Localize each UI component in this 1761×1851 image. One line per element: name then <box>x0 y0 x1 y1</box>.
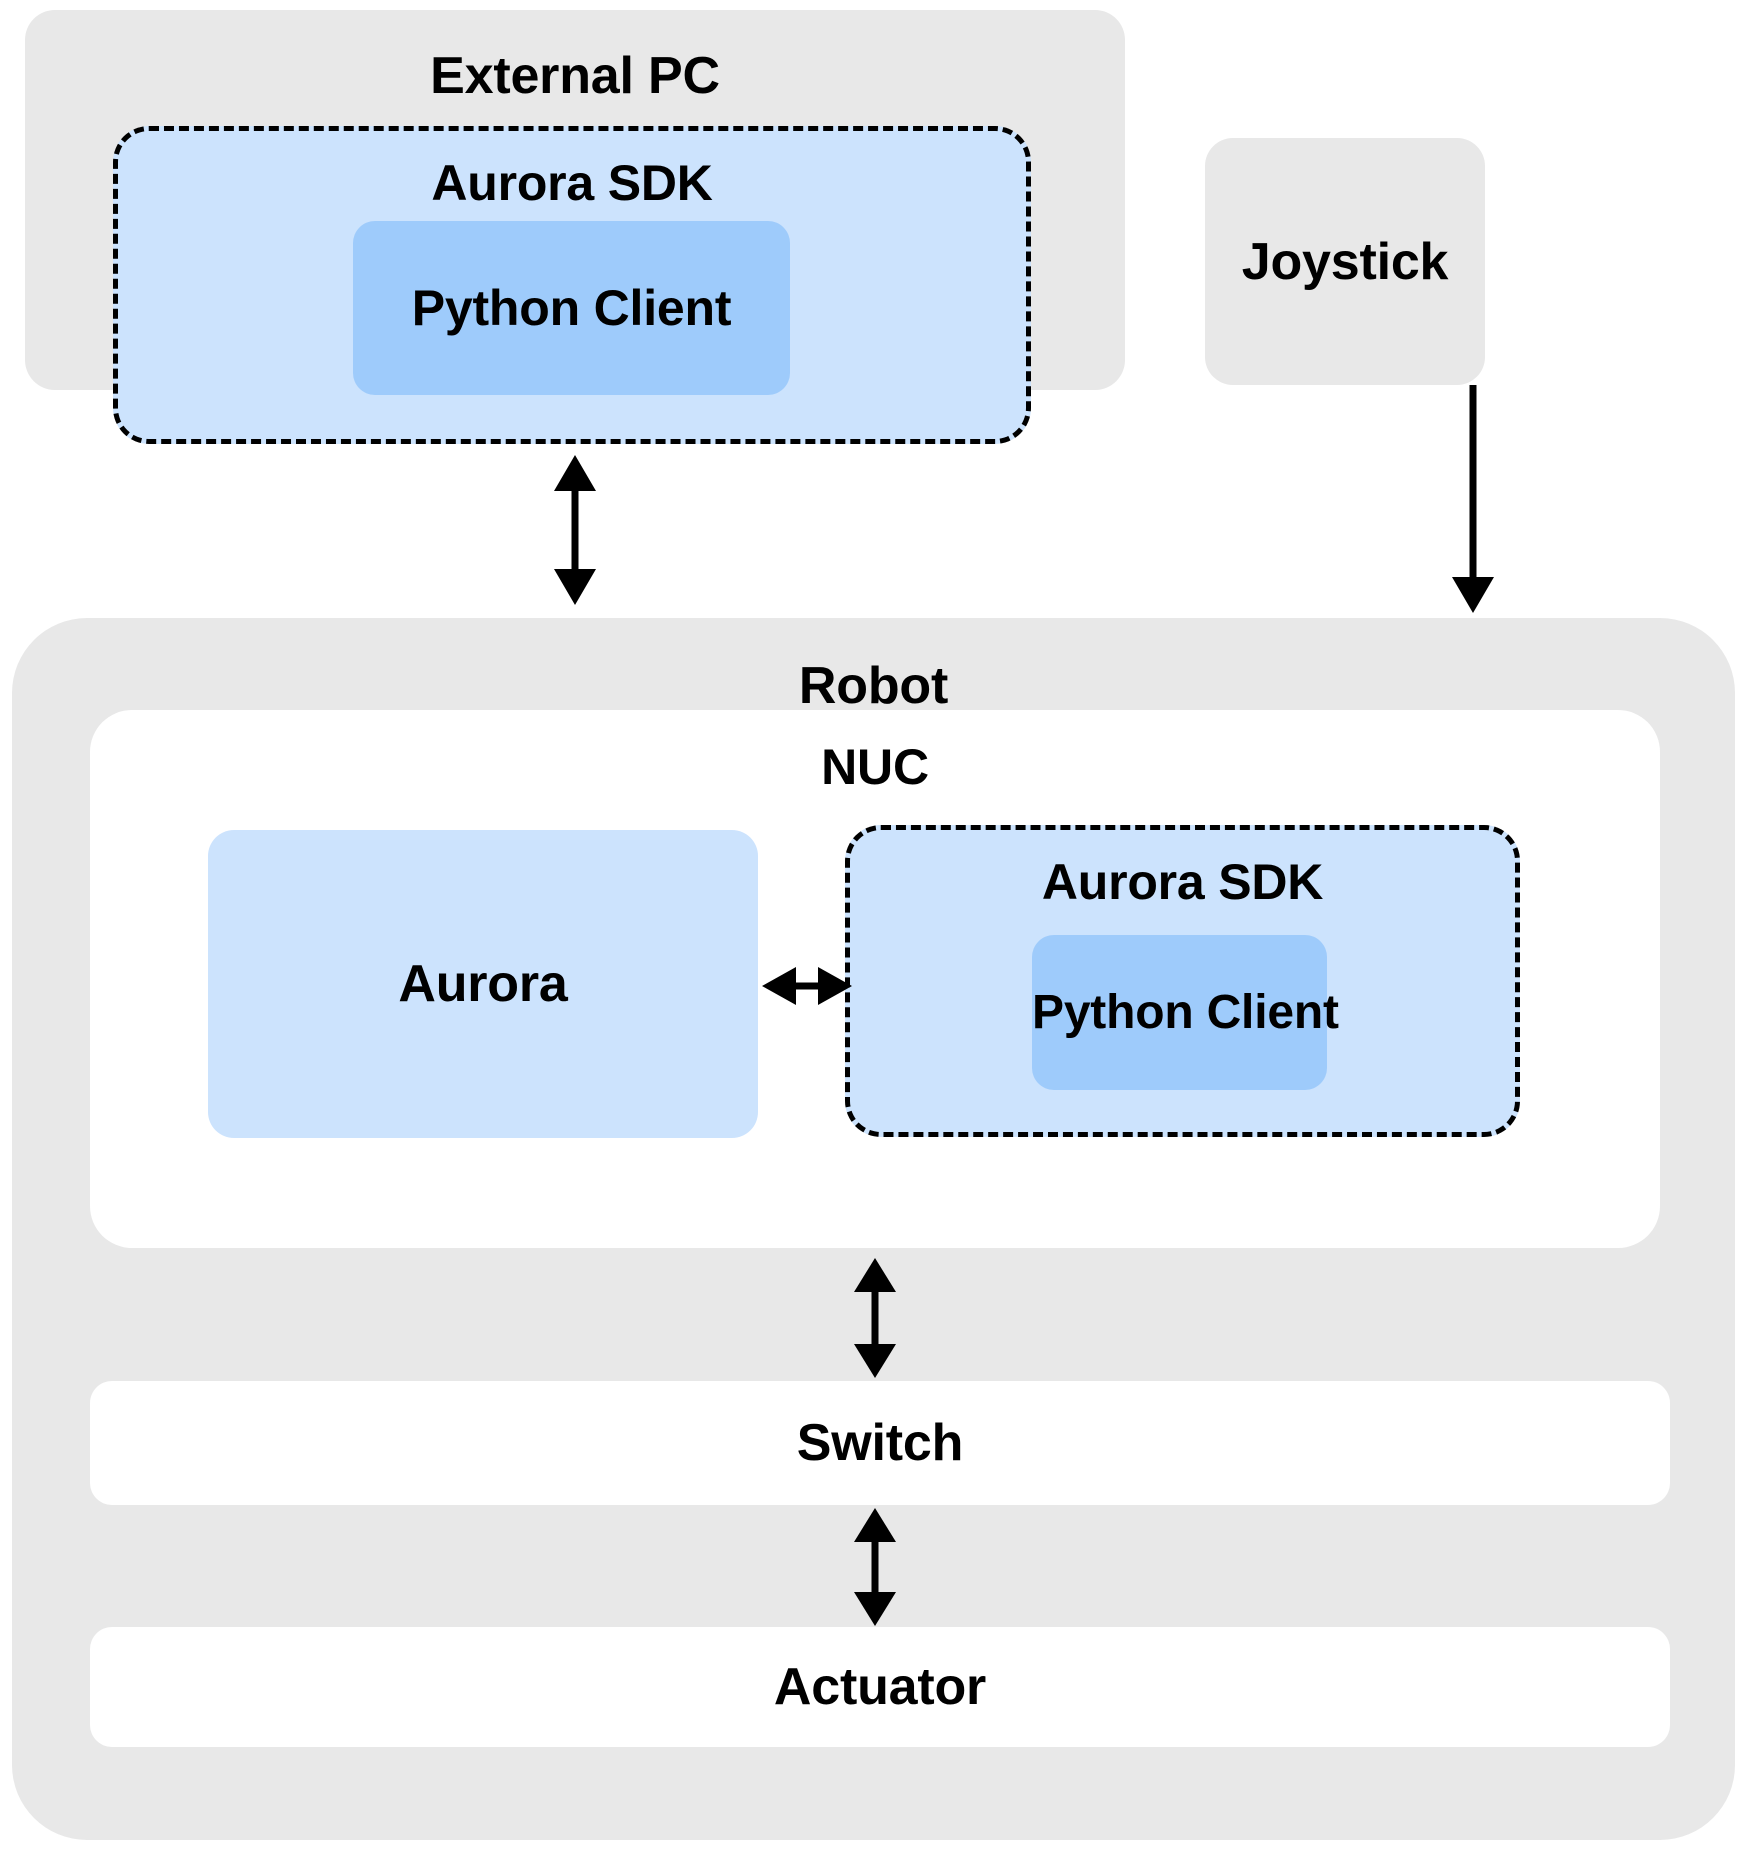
arrow-joystick-to-robot <box>1452 385 1494 613</box>
joystick-container: Joystick <box>1205 138 1485 385</box>
nuc-python-client-box: Python Client <box>1032 935 1339 1090</box>
switch-box: Switch <box>90 1381 1670 1505</box>
external-pc-python-client-box: Python Client <box>353 221 790 395</box>
nuc-label: NUC <box>821 739 929 795</box>
actuator-box: Actuator <box>90 1627 1670 1747</box>
nuc-python-client-label: Python Client <box>1032 985 1339 1039</box>
external-pc-label: External PC <box>430 47 720 105</box>
robot-label: Robot <box>798 657 949 715</box>
external-pc-python-client-label: Python Client <box>411 280 732 336</box>
arrow-aurora-to-nuc-sdk <box>762 967 852 1005</box>
arrow-nuc-to-switch <box>854 1258 896 1378</box>
switch-label: Switch <box>796 1414 964 1472</box>
arrow-external-pc-to-robot <box>554 455 596 605</box>
arrow-switch-to-actuator <box>854 1508 896 1626</box>
external-pc-aurora-sdk-label: Aurora SDK <box>431 155 713 211</box>
joystick-label: Joystick <box>1241 232 1449 291</box>
nuc-aurora-sdk-label: Aurora SDK <box>1041 854 1324 910</box>
actuator-label: Actuator <box>773 1658 987 1716</box>
aurora-box: Aurora <box>208 830 758 1138</box>
aurora-label: Aurora <box>398 955 568 1013</box>
